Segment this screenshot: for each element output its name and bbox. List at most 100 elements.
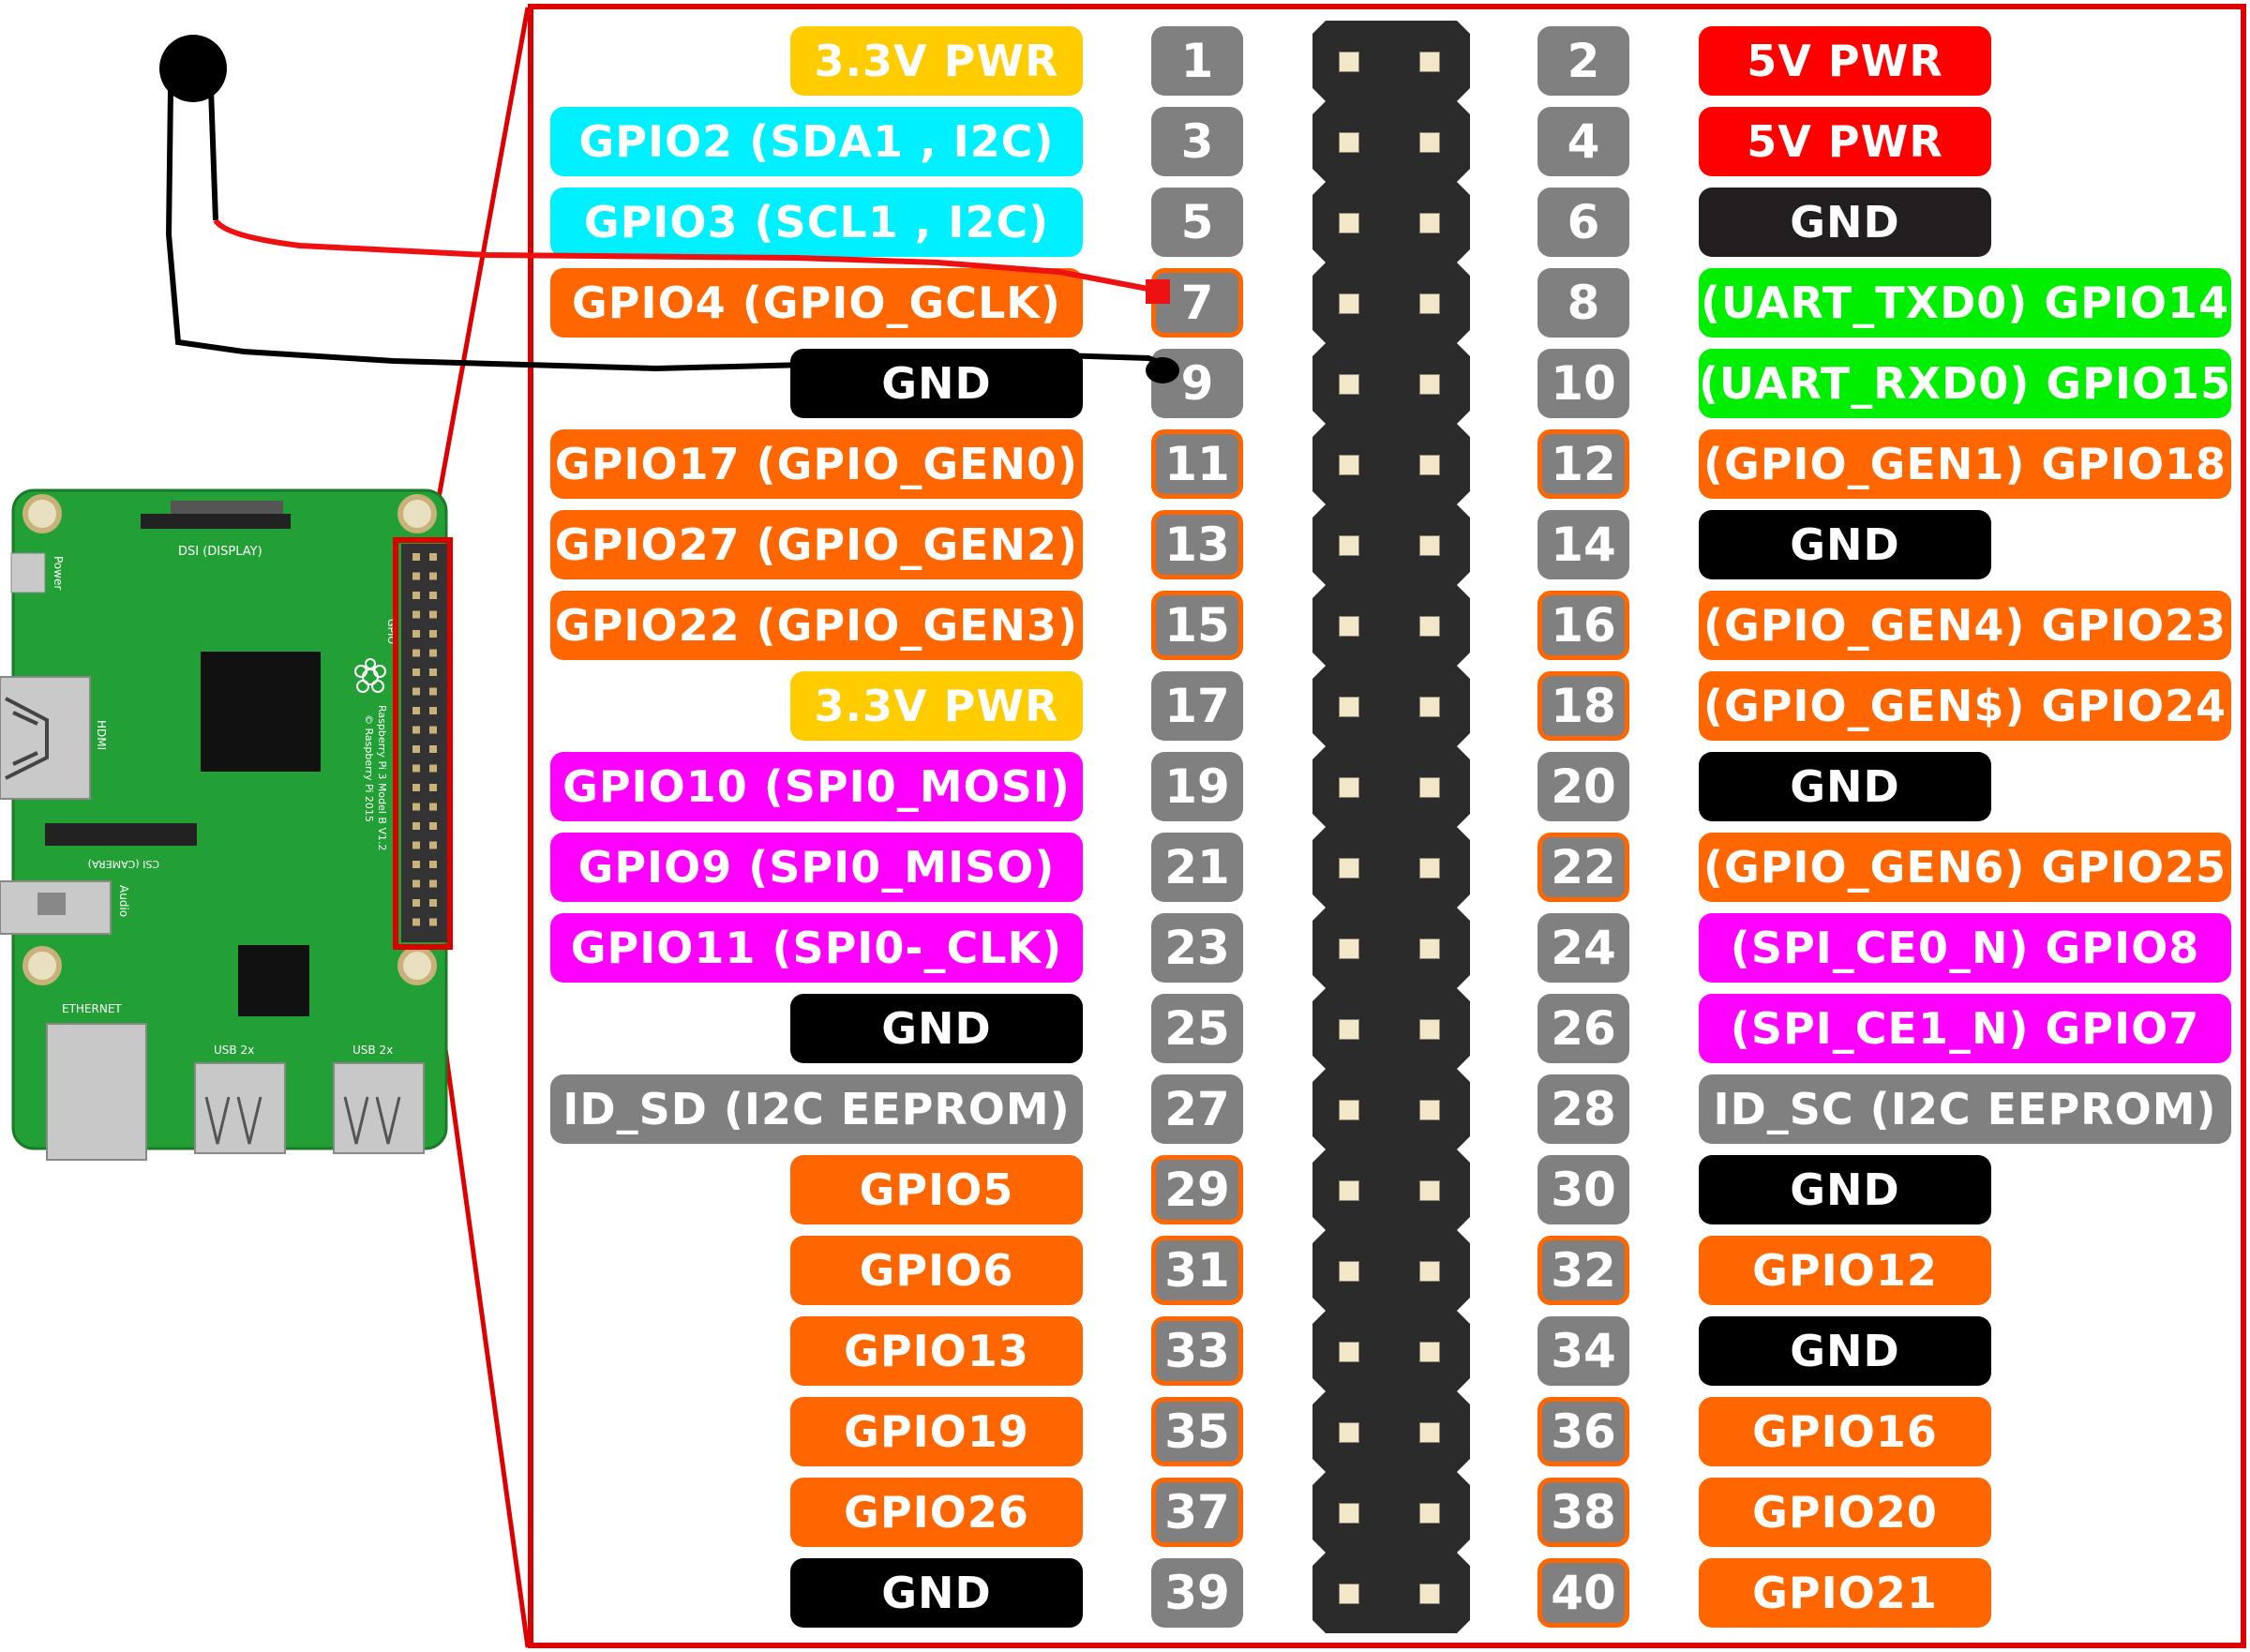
pin-label-3: GPIO2 (SDA1 , I2C) (550, 107, 1083, 176)
board-gpio-pin-icon (412, 592, 420, 599)
pin-label-39: GND (790, 1558, 1083, 1628)
pin-number-16: 16 (1538, 591, 1629, 660)
header-pin-icon (1339, 132, 1359, 153)
usb1-label: USB 2x (214, 1044, 254, 1057)
dsi-connector (141, 514, 291, 529)
header-pin-icon (1339, 455, 1359, 475)
pin-number-3: 3 (1151, 107, 1243, 176)
pin-number-10: 10 (1538, 349, 1629, 418)
header-pin-pair (1312, 101, 1470, 182)
header-pin-icon (1419, 1342, 1440, 1362)
board-gpio-pin-icon (412, 861, 420, 868)
pinout-frame (528, 4, 2246, 1648)
pin-label-24: (SPI_CE0_N) GPIO8 (1699, 913, 2231, 983)
header-pin-icon (1419, 1503, 1440, 1524)
pin-number-28: 28 (1538, 1074, 1629, 1144)
header-pin-icon (1419, 616, 1440, 637)
header-pin-icon (1419, 858, 1440, 879)
power-label: Power (52, 556, 65, 590)
raspberry-logo-icon (354, 658, 386, 693)
pin-number-13: 13 (1151, 510, 1243, 579)
board-gpio-pin-icon (412, 687, 420, 696)
copyright-label: © Raspberry Pi 2015 (363, 714, 375, 822)
pin-label-15: GPIO22 (GPIO_GEN3) (550, 591, 1083, 660)
pin-number-8: 8 (1538, 268, 1629, 338)
board-gpio-pin-icon (429, 822, 437, 830)
pin-label-38: GPIO20 (1699, 1478, 1991, 1547)
pin-number-26: 26 (1538, 994, 1629, 1063)
header-pin-icon (1339, 1180, 1359, 1201)
header-pin-icon (1339, 1584, 1359, 1604)
board-gpio-pin-icon (412, 553, 420, 561)
header-pin-icon (1339, 858, 1359, 879)
header-pin-icon (1419, 293, 1440, 314)
header-pin-icon (1419, 1180, 1440, 1201)
board-gpio-pin-icon (429, 610, 437, 619)
pin-label-8: (UART_TXD0) GPIO14 (1699, 268, 2231, 338)
header-pin-icon (1419, 374, 1440, 395)
board-gpio-pin-icon (412, 649, 420, 657)
header-pin-pair (1312, 182, 1470, 263)
pin-number-5: 5 (1151, 188, 1243, 257)
pin-label-34: GND (1699, 1316, 1991, 1386)
ethernet-port (46, 1023, 147, 1161)
header-pin-pair (1312, 1069, 1470, 1149)
board-gpio-pin-icon (429, 899, 437, 907)
pin-number-1: 1 (1151, 26, 1243, 96)
board-gpio-pin-icon (412, 803, 420, 811)
pin-number-37: 37 (1151, 1478, 1243, 1547)
board-gpio-pin-icon (429, 841, 437, 849)
pin-label-29: GPIO5 (790, 1155, 1083, 1224)
pin-label-6: GND (1699, 188, 1991, 257)
pin-label-30: GND (1699, 1155, 1991, 1224)
header-pin-icon (1419, 1584, 1440, 1604)
header-pin-pair (1312, 666, 1470, 746)
header-pin-icon (1339, 939, 1359, 959)
pin-number-25: 25 (1151, 994, 1243, 1063)
header-pin-icon (1419, 535, 1440, 556)
board-gpio-pin-icon (429, 687, 437, 696)
board-gpio-pin-icon (412, 707, 420, 714)
board-gpio-pin-icon (429, 630, 437, 638)
pin-number-6: 6 (1538, 188, 1629, 257)
board-gpio-pin-icon (429, 861, 437, 868)
pin-label-2: 5V PWR (1699, 26, 1991, 96)
header-pin-icon (1419, 697, 1440, 717)
header-pin-icon (1339, 1422, 1359, 1443)
header-pin-pair (1312, 1472, 1470, 1553)
header-pin-pair (1312, 263, 1470, 343)
model-label: Raspberry Pi 3 Model B V1.2 (376, 705, 388, 851)
board-gpio-pin-icon (429, 803, 437, 811)
pin-label-19: GPIO10 (SPI0_MOSI) (550, 752, 1083, 821)
pin-label-14: GND (1699, 510, 1991, 579)
header-pin-icon (1339, 1261, 1359, 1282)
pin-number-11: 11 (1151, 429, 1243, 499)
pin-label-36: GPIO16 (1699, 1397, 1991, 1466)
usb-port-icon (204, 1096, 262, 1145)
zoom-line-top (428, 7, 531, 540)
usb-controller-chip (238, 945, 309, 1016)
pin-label-16: (GPIO_GEN4) GPIO23 (1699, 591, 2231, 660)
board-gpio-pin-icon (429, 707, 437, 714)
header-pin-icon (1339, 535, 1359, 556)
header-pin-icon (1419, 1019, 1440, 1040)
pin-number-12: 12 (1538, 429, 1629, 499)
pin-number-4: 4 (1538, 107, 1629, 176)
pin-number-27: 27 (1151, 1074, 1243, 1144)
pin-number-23: 23 (1151, 913, 1243, 983)
pin-label-23: GPIO11 (SPI0-_CLK) (550, 913, 1083, 983)
pin-number-14: 14 (1538, 510, 1629, 579)
header-pin-pair (1312, 1311, 1470, 1391)
header-pin-icon (1419, 1100, 1440, 1120)
header-pin-icon (1339, 616, 1359, 637)
header-pin-icon (1339, 777, 1359, 798)
header-pin-icon (1339, 1503, 1359, 1524)
header-pin-pair (1312, 746, 1470, 827)
pin-label-7: GPIO4 (GPIO_GCLK) (550, 268, 1083, 338)
header-pin-icon (1339, 1342, 1359, 1362)
pin-label-21: GPIO9 (SPI0_MISO) (550, 833, 1083, 902)
dsi-label: DSI (DISPLAY) (178, 545, 262, 559)
pin-number-39: 39 (1151, 1558, 1243, 1628)
pin-number-17: 17 (1151, 671, 1243, 741)
